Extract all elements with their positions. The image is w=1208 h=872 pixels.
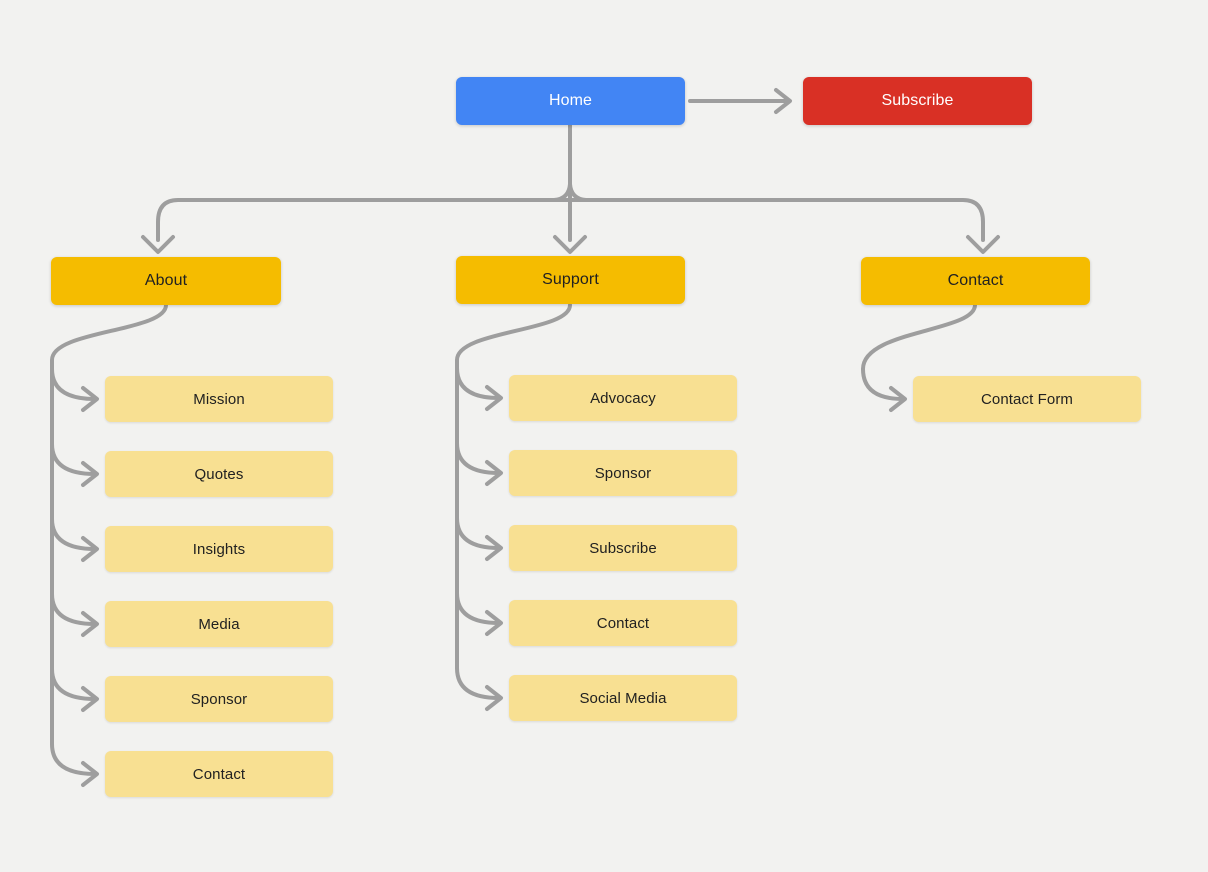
node-subscribe-top[interactable]: Subscribe bbox=[803, 77, 1032, 125]
node-contact-label: Contact bbox=[947, 272, 1004, 289]
leaf-label: Quotes bbox=[194, 465, 244, 483]
edge-support-children bbox=[455, 303, 572, 711]
node-home-label: Home bbox=[548, 92, 593, 109]
node-support-label: Support bbox=[542, 271, 599, 288]
node-contact-form[interactable]: Contact Form bbox=[913, 376, 1141, 422]
node-support-sponsor[interactable]: Sponsor bbox=[509, 450, 737, 496]
edge-home-branches bbox=[141, 123, 1000, 254]
node-support-subscribe[interactable]: Subscribe bbox=[509, 525, 737, 571]
leaf-label: Mission bbox=[193, 390, 245, 408]
node-about[interactable]: About bbox=[51, 257, 281, 305]
edge-home-subscribe bbox=[688, 88, 792, 114]
node-about-quotes[interactable]: Quotes bbox=[105, 451, 333, 497]
node-support-advocacy[interactable]: Advocacy bbox=[509, 375, 737, 421]
node-about-mission[interactable]: Mission bbox=[105, 376, 333, 422]
leaf-label: Advocacy bbox=[590, 389, 656, 407]
leaf-label: Social Media bbox=[579, 689, 667, 707]
node-about-insights[interactable]: Insights bbox=[105, 526, 333, 572]
node-about-label: About bbox=[144, 272, 188, 289]
node-contact[interactable]: Contact bbox=[861, 257, 1090, 305]
leaf-label: Subscribe bbox=[589, 539, 657, 557]
node-about-sponsor[interactable]: Sponsor bbox=[105, 676, 333, 722]
node-support[interactable]: Support bbox=[456, 256, 685, 304]
leaf-label: Media bbox=[198, 615, 240, 633]
leaf-label: Contact Form bbox=[980, 390, 1074, 408]
node-subscribe-top-label: Subscribe bbox=[881, 92, 954, 109]
leaf-label: Insights bbox=[192, 540, 246, 558]
leaf-label: Contact bbox=[596, 614, 650, 632]
leaf-label: Sponsor bbox=[594, 464, 652, 482]
node-about-contact[interactable]: Contact bbox=[105, 751, 333, 797]
node-support-social-media[interactable]: Social Media bbox=[509, 675, 737, 721]
node-home[interactable]: Home bbox=[456, 77, 685, 125]
leaf-label: Contact bbox=[192, 765, 246, 783]
node-about-media[interactable]: Media bbox=[105, 601, 333, 647]
leaf-label: Sponsor bbox=[190, 690, 248, 708]
node-support-contact[interactable]: Contact bbox=[509, 600, 737, 646]
